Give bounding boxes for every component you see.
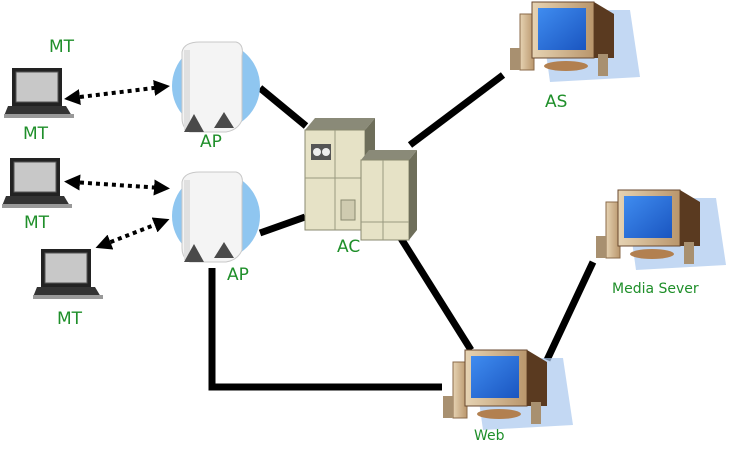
desktop-computer-icon[interactable]: [510, 1, 640, 82]
wireless-mt2-ap2: [64, 174, 170, 196]
link-ac-as: [407, 72, 506, 148]
ac-label: AC: [337, 237, 361, 257]
laptop-icon[interactable]: [4, 68, 74, 118]
ap2-label: AP: [227, 265, 249, 285]
access-point-icon[interactable]: [172, 41, 260, 133]
laptop-icon[interactable]: [33, 249, 103, 299]
desktop-computer-icon[interactable]: [443, 349, 573, 430]
ap1-label: AP: [200, 132, 222, 152]
controller-server-icon[interactable]: [304, 118, 417, 241]
link-ap1-ac: [257, 85, 309, 129]
web-label: Web: [474, 428, 505, 444]
link-ap2-web: [208, 268, 442, 391]
wired-links: [208, 72, 597, 391]
mt2-label: MT: [24, 213, 50, 233]
mt-top-label: MT: [49, 37, 75, 57]
wireless-mt3-ap2: [95, 217, 170, 250]
access-point-icon[interactable]: [172, 171, 260, 263]
link-web-media: [543, 260, 597, 362]
laptop-icon[interactable]: [2, 158, 72, 208]
link-ac-web: [394, 230, 474, 352]
desktop-computer-icon[interactable]: [596, 189, 726, 270]
wireless-mt1-ap1: [64, 80, 170, 105]
media-server-label: Media Sever: [612, 281, 699, 297]
as-label: AS: [545, 92, 568, 112]
mt3-label: MT: [57, 309, 83, 329]
mt1-label: MT: [23, 124, 49, 144]
link-ap2-ac: [258, 213, 307, 237]
wireless-links: [64, 80, 170, 250]
